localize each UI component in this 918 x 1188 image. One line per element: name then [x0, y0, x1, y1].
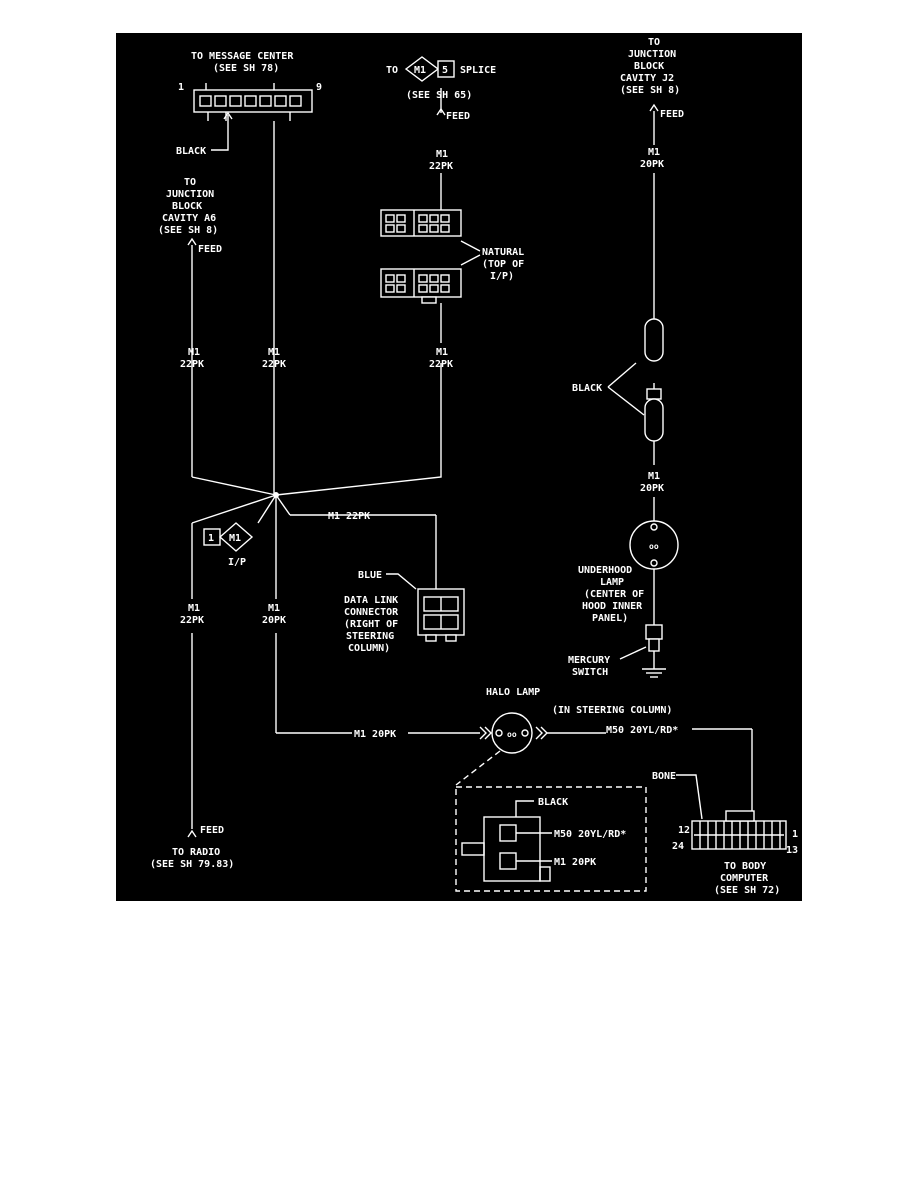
switch-label: SWITCH [572, 667, 608, 678]
pin-24-label: 24 [672, 841, 684, 852]
wire-m1-20pk-halo: M1 20PK [354, 729, 396, 740]
wire-m1-bullet: M1 [648, 471, 660, 482]
ip-m1: M1 [229, 533, 241, 544]
ip-pin-1: 1 [208, 533, 214, 544]
wire-m1-22pk-dlc: M1 22PK [328, 511, 370, 522]
natural-location-2: I/P) [490, 271, 514, 282]
wire-m50-halo: M50 20YL/RD* [606, 725, 678, 736]
radio-sheet-label: (SEE SH 79.83) [150, 859, 234, 870]
underhood-label: UNDERHOOD [578, 565, 632, 576]
ip-label: I/P [228, 557, 246, 568]
wire-22pk-left: 22PK [180, 359, 204, 370]
jb-a6-sheet: (SEE SH 8) [158, 225, 218, 236]
detail-m1-20pk: M1 20PK [554, 857, 596, 868]
splice-5: 5 [442, 65, 448, 76]
wire-22pk-natural: 22PK [429, 359, 453, 370]
black-label-bullet: BLACK [572, 383, 602, 394]
natural-location-1: (TOP OF [482, 259, 524, 270]
wire-20pk-bullet: 20PK [640, 483, 664, 494]
splice-label: SPLICE [460, 65, 496, 76]
data-link-connector [386, 573, 465, 642]
feed-label-radio: FEED [200, 825, 224, 836]
halo-lamp-filament: oo [507, 730, 517, 739]
splice-sheet: (SEE SH 65) [406, 90, 472, 101]
pin-1-label: 1 [178, 82, 184, 93]
jb-j2-block: BLOCK [634, 61, 664, 72]
underhood-loc-3: PANEL) [592, 613, 628, 624]
pin-9-label: 9 [316, 82, 322, 93]
halo-lamp-location: (IN STEERING COLUMN) [552, 705, 672, 716]
jb-a6-to: TO [184, 177, 196, 188]
pin-1-body-label: 1 [792, 829, 798, 840]
wire-m1-splice: M1 [436, 149, 448, 160]
dlc-label-1: DATA LINK [344, 595, 398, 606]
wire-22pk-radio: 22PK [180, 615, 204, 626]
feed-label-splice: FEED [446, 111, 470, 122]
black-label-halo: BLACK [538, 797, 568, 808]
jb-a6-junction: JUNCTION [166, 189, 214, 200]
wire-20pk-halo: 20PK [262, 615, 286, 626]
halo-lamp-label: HALO LAMP [486, 687, 540, 698]
wire-m1-radio: M1 [188, 603, 200, 614]
body-computer-connector [676, 774, 787, 850]
ip-splice-symbol [203, 522, 254, 552]
mercury-label: MERCURY [568, 655, 610, 666]
body-computer-label: COMPUTER [720, 873, 769, 884]
jb-j2-sheet: (SEE SH 8) [620, 85, 680, 96]
black-label-message-center: BLACK [176, 146, 206, 157]
wiring-diagram: TO MESSAGE CENTER (SEE SH 78) 1 9 BLACK … [116, 33, 802, 901]
dlc-label-3: (RIGHT OF [344, 619, 398, 630]
dlc-label-2: CONNECTOR [344, 607, 399, 618]
underhood-loc-2: HOOD INNER [582, 601, 643, 612]
jb-a6-cavity: CAVITY A6 [162, 213, 216, 224]
to-body-label: TO BODY [724, 861, 766, 872]
message-center-sheet: (SEE SH 78) [213, 63, 279, 74]
underhood-lamp: oo [629, 497, 679, 625]
blue-label: BLUE [358, 570, 382, 581]
mercury-switch [619, 624, 666, 678]
message-center-connector [193, 83, 313, 151]
jb-a6-block: BLOCK [172, 201, 202, 212]
halo-lamp: oo [455, 712, 753, 819]
splice-symbol [404, 56, 455, 116]
wire-22pk-center: 22PK [262, 359, 286, 370]
splice-to: TO [386, 65, 398, 76]
wire-m1-j2: M1 [648, 147, 660, 158]
jb-j2-cavity: CAVITY J2 [620, 73, 674, 84]
wire-m1-center: M1 [268, 347, 280, 358]
wire-m1-natural: M1 [436, 347, 448, 358]
feed-label-a6: FEED [198, 244, 222, 255]
dlc-label-4: STEERING [346, 631, 394, 642]
jb-j2-to: TO [648, 37, 660, 48]
natural-label: NATURAL [482, 247, 524, 258]
splice-m1: M1 [414, 65, 426, 76]
bone-label: BONE [652, 771, 676, 782]
wire-m1-halo: M1 [268, 603, 280, 614]
dlc-label-5: COLUMN) [348, 643, 390, 654]
jb-j2-junction: JUNCTION [628, 49, 676, 60]
natural-connector [380, 173, 481, 343]
diagram-background [116, 33, 802, 901]
halo-connector-detail [455, 786, 647, 892]
body-computer-sheet: (SEE SH 72) [714, 885, 780, 896]
black-bullet-connector [607, 173, 664, 465]
wire-m1-left: M1 [188, 347, 200, 358]
to-radio-label: TO RADIO [172, 847, 220, 858]
detail-m50: M50 20YL/RD* [554, 829, 626, 840]
wire-20pk-j2: 20PK [640, 159, 664, 170]
underhood-lamp-word: LAMP [600, 577, 624, 588]
main-wires [187, 121, 480, 838]
underhood-loc-1: (CENTER OF [584, 589, 644, 600]
message-center-label: TO MESSAGE CENTER [191, 51, 294, 62]
pin-13-label: 13 [786, 845, 798, 856]
pin-12-label: 12 [678, 825, 690, 836]
underhood-lamp-filament: oo [649, 542, 659, 551]
feed-label-j2: FEED [660, 109, 684, 120]
wire-22pk-splice: 22PK [429, 161, 453, 172]
